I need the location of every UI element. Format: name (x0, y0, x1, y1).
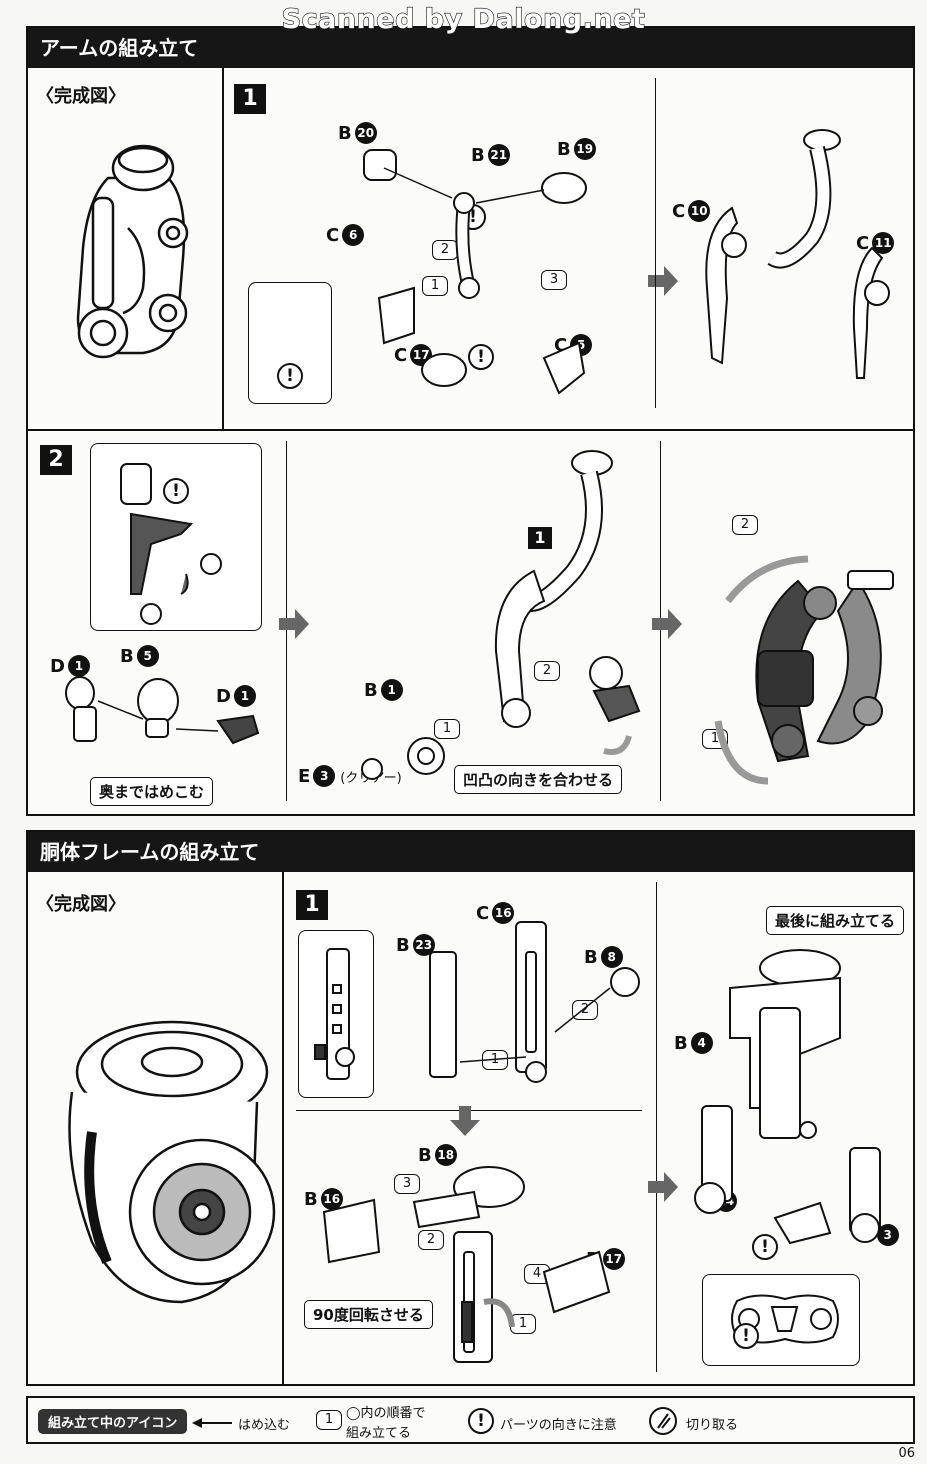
push-in-arrow-icon (192, 1418, 232, 1428)
warning-icon: ! (277, 363, 303, 389)
torso-completed-cell: 〈完成図〉 (28, 872, 284, 1384)
detail-inset: ! (248, 282, 332, 404)
torso-completed-illustration (68, 1020, 276, 1304)
legend-order-line2: 組み立てる (346, 1426, 412, 1441)
torso-step1-result-art (694, 949, 881, 1245)
torso-frame-section: 胴体フレームの組み立て 〈完成図〉 1 (26, 830, 915, 1386)
warning-icon: ! (468, 344, 494, 370)
arm-step2-parts-art (65, 676, 260, 745)
part-label: E3(クリアー) (298, 765, 402, 787)
warning-icon: ! (752, 1234, 778, 1260)
icon-legend: 組み立て中のアイコン はめ込む 1 ◯内の順番で 組み立てる ! パーツの向きに… (26, 1396, 915, 1444)
step-divider (655, 78, 656, 408)
arm-step2-result-art (714, 555, 894, 785)
torso-step1-bottom-art (322, 1166, 611, 1363)
order-icon: 1 (316, 1410, 342, 1430)
next-step-arrow (648, 266, 678, 296)
torso-step1-top-art (429, 921, 640, 1083)
warning-icon: ! (733, 1323, 759, 1349)
order-marker: 1 (434, 719, 460, 739)
arm-completed-illustration (76, 144, 189, 359)
detail-inset: ! (702, 1274, 860, 1366)
detail-inset (298, 930, 374, 1098)
legend-cut: 切り取る (686, 1418, 739, 1433)
next-step-arrow (279, 609, 309, 639)
order-marker: 2 (572, 1000, 598, 1020)
next-step-arrow (652, 609, 682, 639)
step-number: 1 (234, 84, 266, 114)
align-notch-note: 凹凸の向きを合わせる (454, 765, 623, 794)
order-marker: 2 (534, 661, 560, 681)
cut-icon (649, 1407, 677, 1435)
page-number: 06 (898, 1446, 915, 1461)
scan-watermark: Scanned by Dalong.net (281, 3, 646, 35)
next-step-arrow (648, 1172, 678, 1202)
sub-step-number: 1 (528, 527, 552, 549)
detail-inset-art (314, 948, 355, 1080)
warning-icon: ! (468, 1408, 494, 1434)
cut-detail-art (120, 463, 222, 625)
step-number: 1 (296, 890, 328, 920)
legend-title-badge: 組み立て中のアイコン (38, 1409, 188, 1434)
arm-step1-parts-art (363, 149, 587, 395)
push-fully-note: 奥まではめこむ (90, 777, 214, 806)
order-marker: 2 (418, 1230, 444, 1250)
section-title: アームの組み立て (28, 28, 913, 68)
section-title: 胴体フレームの組み立て (28, 832, 913, 872)
order-marker: 1 (422, 276, 448, 296)
step-divider (656, 882, 657, 1372)
completed-figure-label: 〈完成図〉 (36, 894, 126, 915)
rotate-90-note: 90度回転させる (304, 1300, 433, 1329)
arm-completed-cell: 〈完成図〉 (28, 68, 224, 431)
arm-step2-assembly-art (361, 450, 641, 780)
order-marker: 3 (541, 270, 567, 290)
down-arrow (450, 1106, 480, 1136)
assemble-last-note: 最後に組み立てる (766, 906, 905, 935)
torso-step1-cell: 1 C16 B23 B8 2 1 (284, 872, 915, 1384)
order-marker: 3 (394, 1174, 420, 1194)
legend-push-in: はめ込む (238, 1418, 291, 1433)
arm-step1-result-art (705, 129, 890, 379)
legend-warning: パーツの向きに注意 (500, 1418, 617, 1433)
legend-order-line1: ◯内の順番で (346, 1406, 426, 1421)
warning-icon: ! (163, 478, 189, 504)
order-marker: 2 (732, 515, 758, 535)
cut-detail-inset: ! (90, 443, 262, 631)
step-number: 2 (40, 445, 72, 475)
completed-figure-label: 〈完成図〉 (36, 86, 126, 107)
